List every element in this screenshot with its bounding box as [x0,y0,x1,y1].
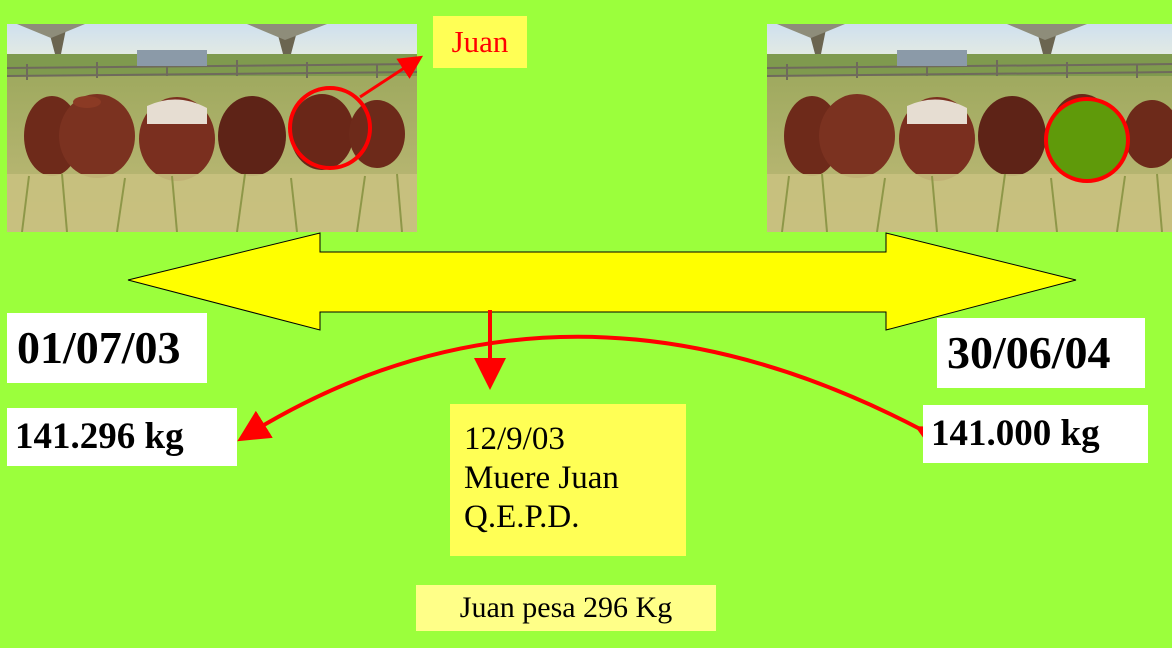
death-line-2-text: Q.E.P.D. [464,499,580,535]
end-date-label: 30/06/04 [937,318,1145,388]
end-weight-label: 141.000 kg [923,405,1148,463]
timeline-double-arrow [127,232,1077,331]
herd-photo-before-image [7,24,417,232]
juan-removed-circle [1044,97,1130,183]
juan-label: Juan [433,16,527,68]
death-note-box: 12/9/03 Muere Juan Q.E.P.D. [450,404,686,556]
juan-pointer-arrow [359,55,424,99]
juan-highlight-circle [288,86,372,170]
weight-change-arrow [237,334,951,456]
start-date-label: 01/07/03 [7,313,207,383]
juan-weight-note: Juan pesa 296 Kg [416,585,716,631]
death-date-text: 12/9/03 [464,421,565,457]
herd-photo-before [7,24,417,232]
death-line-1-text: Muere Juan [464,460,619,496]
start-weight-label: 141.296 kg [7,408,237,466]
